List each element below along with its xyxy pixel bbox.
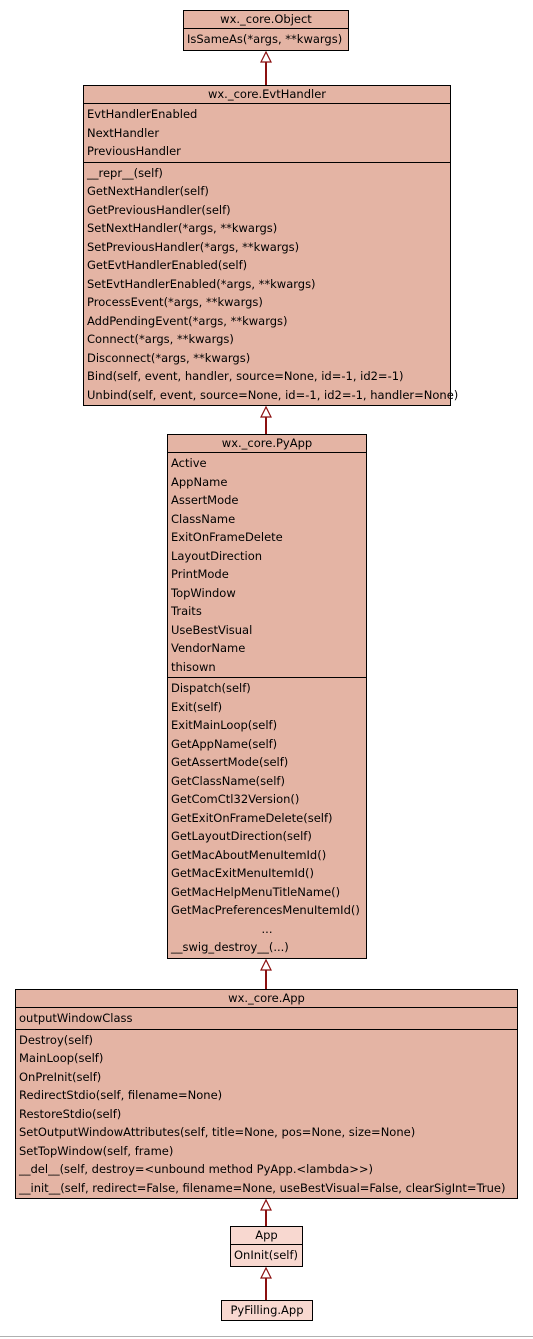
method-item: SetEvtHandlerEnabled(*args, **kwargs) [87, 276, 316, 291]
attribute-item: Active [171, 456, 207, 470]
method-item: GetMacHelpMenuTitleName() [171, 884, 341, 899]
attribute-item: LayoutDirection [171, 548, 263, 563]
method-item: OnPreInit(self) [19, 1069, 102, 1084]
methods-section: Destroy(self) MainLoop(self) OnPreInit(sel… [16, 1030, 517, 1199]
methods-section: OnInit(self) [231, 1245, 302, 1266]
attribute-item: TopWindow [171, 585, 236, 600]
method-item: SetPreviousHandler(*args, **kwargs) [87, 239, 300, 254]
inheritance-arrowhead [260, 1198, 272, 1211]
method-item: GetEvtHandlerEnabled(self) [87, 258, 248, 272]
methods-section: Dispatch(self) Exit(self) ExitMainLoop(sel… [168, 678, 366, 958]
attribute-item: NextHandler [87, 125, 160, 140]
method-item: Exit(self) [171, 699, 223, 714]
method-item: GetComCtl32Version() [171, 792, 300, 806]
inheritance-arrowhead [260, 958, 272, 971]
method-item: GetAssertMode(self) [171, 755, 289, 769]
method-item: GetExitOnFrameDelete(self) [171, 810, 333, 825]
method-item: OnInit(self) [234, 1248, 299, 1262]
attribute-item: Traits [171, 604, 202, 618]
class-pyfilling-app: PyFilling.App [221, 1300, 313, 1321]
method-item: RedirectStdio(self, filename=None) [19, 1088, 223, 1102]
method-item: SetTopWindow(self, frame) [19, 1143, 174, 1158]
method-item: __del__(self, destroy=<unbound method Py… [19, 1162, 374, 1176]
method-item: RestoreStdio(self) [19, 1106, 122, 1121]
inheritance-arrowhead [260, 1266, 272, 1279]
class-title: wx._core.EvtHandler [84, 86, 450, 104]
method-item: GetNextHandler(self) [87, 184, 209, 198]
class-title: PyFilling.App [230, 1303, 304, 1317]
method-item: Destroy(self) [19, 1032, 94, 1047]
attribute-item: UseBestVisual [171, 622, 253, 637]
method-item: GetMacPreferencesMenuItemId() [171, 903, 360, 917]
method-item: __swig_destroy__(...) [171, 940, 289, 954]
class-title: wx._core.App [16, 990, 517, 1008]
attribute-item: PreviousHandler [87, 144, 181, 158]
method-item: Unbind(self, event, source=None, id=-1, … [87, 387, 459, 402]
method-item: GetPreviousHandler(self) [87, 202, 231, 217]
method-item: Disconnect(*args, **kwargs) [87, 350, 251, 365]
method-item: __init__(self, redirect=False, filename=… [19, 1180, 506, 1195]
method-item: GetClassName(self) [171, 773, 285, 788]
attribute-item: outputWindowClass [19, 1011, 133, 1025]
method-item: GetLayoutDirection(self) [171, 829, 312, 843]
inheritance-arrowhead [260, 405, 272, 418]
method-item: Dispatch(self) [171, 681, 251, 695]
method-item: SetOutputWindowAttributes(self, title=No… [19, 1125, 416, 1139]
method-item: __repr__(self) [87, 165, 163, 180]
method-item: MainLoop(self) [19, 1051, 104, 1065]
class-title: App [231, 1227, 302, 1245]
class-title: wx._core.Object [184, 11, 348, 29]
ellipsis-item: ... [261, 921, 273, 936]
attribute-item: ExitOnFrameDelete [171, 530, 283, 544]
inheritance-arrowhead [260, 50, 272, 63]
attribute-item: EvtHandlerEnabled [87, 107, 198, 121]
method-item: GetMacAboutMenuItemId() [171, 847, 327, 862]
attribute-item: AssertMode [171, 493, 239, 507]
method-item: IsSameAs(*args, **kwargs) [187, 32, 343, 46]
method-item: AddPendingEvent(*args, **kwargs) [87, 313, 288, 328]
method-item: GetAppName(self) [171, 736, 278, 751]
methods-section: __repr__(self) GetNextHandler(self) GetPre… [84, 163, 459, 406]
method-item: ProcessEvent(*args, **kwargs) [87, 295, 263, 309]
method-item: Bind(self, event, handler, source=None, … [87, 369, 404, 383]
method-item: SetNextHandler(*args, **kwargs) [87, 221, 278, 235]
methods-section: IsSameAs(*args, **kwargs) [184, 29, 348, 50]
attribute-item: ClassName [171, 511, 236, 526]
method-item: ExitMainLoop(self) [171, 718, 278, 732]
class-title: wx._core.PyApp [168, 435, 366, 453]
method-item: GetMacExitMenuItemId() [171, 866, 314, 880]
attribute-item: thisown [171, 659, 216, 674]
attribute-item: PrintMode [171, 567, 229, 581]
method-item: Connect(*args, **kwargs) [87, 332, 234, 346]
attributes-section: outputWindowClass [16, 1008, 517, 1030]
bottom-rule [0, 1336, 533, 1337]
attribute-item: VendorName [171, 641, 246, 655]
attribute-item: AppName [171, 474, 228, 489]
